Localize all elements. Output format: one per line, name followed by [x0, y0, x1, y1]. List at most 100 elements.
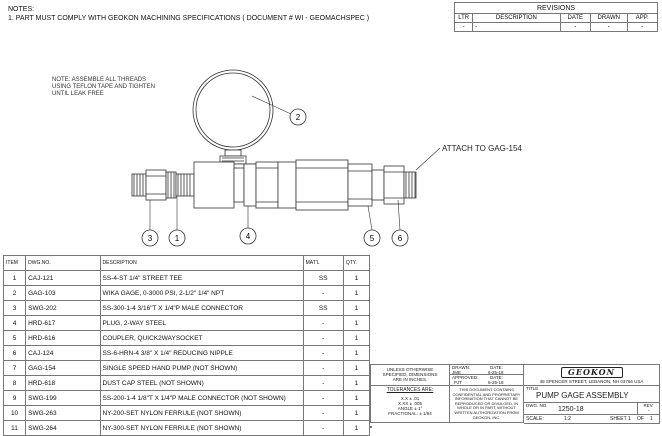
title-label: TITLE	[526, 386, 539, 391]
bom-description: WIKA GAGE, 0-3000 PSI, 2-1/2" 1/4" NPT	[99, 285, 304, 301]
balloon-3: 3	[141, 229, 159, 247]
approved-cell: APPROVED: PJT DATE: 6-25-18	[450, 375, 524, 386]
tolerance-box: TOLERANCES ARE: X.X ± .01 X.XX ± .005 AN…	[370, 386, 450, 423]
bom-dwg-no: SWG-199	[25, 390, 101, 406]
balloon-2: 2	[289, 108, 307, 126]
bom-qty: 1	[342, 285, 371, 301]
approved-date-label: DATE:	[490, 375, 503, 380]
scale-value: 1:2	[564, 416, 571, 422]
bom-qty: 1	[342, 345, 371, 361]
bom-qty: 1	[342, 390, 371, 406]
dwg-no-cell: DWG. NO. 1250-18	[524, 403, 638, 415]
bom-material: -	[302, 390, 344, 406]
bom-item: 5	[2, 330, 27, 346]
bom-description: PLUG, 2-WAY STEEL	[99, 315, 304, 331]
bom-item: 3	[2, 300, 27, 316]
bom-item: 2	[2, 285, 27, 301]
bom-dwg-no: CAJ-124	[25, 345, 101, 361]
bom-material: -	[302, 405, 344, 421]
drawn-by: JME	[452, 370, 461, 375]
svg-text:4: 4	[246, 232, 251, 241]
revisions-header-row: LTR DESCRIPTION DATE DRAWN APP.	[453, 13, 659, 23]
bom-qty: 1	[342, 315, 371, 331]
bom-dwg-no: SWG-263	[25, 405, 101, 421]
bom-description: NY-300-SET NYLON FERRULE (NOT SHOWN)	[99, 420, 304, 436]
bom-dwg-no: GAG-103	[25, 285, 101, 301]
revisions-row: - - - - -	[453, 22, 659, 32]
drawn-date-label: DATE:	[490, 365, 503, 370]
svg-text:3: 3	[148, 234, 153, 243]
rev-value: -	[647, 408, 650, 413]
bom-header-description: DESCRIPTION	[99, 255, 304, 271]
geokon-logo: GEOKON	[560, 367, 623, 378]
bom-material: -	[302, 360, 344, 376]
bom-description: SS-300-1-4 3/16"T X 1/4"P MALE CONNECTOR	[99, 300, 304, 316]
scale-label: SCALE:	[526, 416, 544, 422]
balloon-6: 6	[391, 229, 409, 247]
bom-dwg-no: HRD-617	[25, 315, 101, 331]
dwg-no-label: DWG. NO.	[526, 403, 548, 408]
bom-item: 7	[2, 360, 27, 376]
street-tee	[193, 161, 245, 209]
reducing-nipple	[347, 163, 417, 207]
svg-text:6: 6	[398, 234, 403, 243]
title-cell: TITLE PUMP GAGE ASSEMBLY	[524, 386, 660, 403]
bom-material: -	[302, 330, 344, 346]
balloon-1: 1	[168, 229, 186, 247]
of-value: 1	[650, 416, 653, 422]
bom-item: 9	[2, 390, 27, 406]
bom-dwg-no: HRD-616	[25, 330, 101, 346]
bom-dwg-no: HRD-618	[25, 375, 101, 391]
balloon-5: 5	[363, 229, 381, 247]
bom-description: SS-6-HRN-4 3/8" X 1/4" REDUCING NIPPLE	[99, 345, 304, 361]
bom-material: -	[302, 420, 344, 436]
bom-material: -	[302, 375, 344, 391]
bom-description: SINGLE SPEED HAND PUMP (NOT SHOWN)	[99, 360, 304, 376]
rev-label: REV.	[643, 403, 654, 408]
drawing-title: PUMP GAGE ASSEMBLY	[536, 391, 629, 400]
approved-label: APPROVED:	[452, 375, 479, 380]
bom-header-item: ITEM	[2, 255, 27, 271]
bom-qty: 1	[342, 270, 371, 286]
bom-material: -	[302, 285, 344, 301]
bom-description: COUPLER, QUICK2WAYSOCKET	[99, 330, 304, 346]
bom-material: -	[302, 345, 344, 361]
bom-description: NY-200-SET NYLON FERRULE (NOT SHOWN)	[99, 405, 304, 421]
assembly-drawing: 2 3 1 4 5 6	[131, 69, 441, 247]
bom-material: SS	[302, 300, 344, 316]
company-cell: GEOKON 48 SPENCER STREET, LEBANON, NH 03…	[524, 364, 660, 386]
bom-qty: 1	[342, 300, 371, 316]
bom-qty: 1	[342, 360, 371, 376]
bom-item: 4	[2, 315, 27, 331]
bom-qty: 1	[342, 405, 371, 421]
note-1: 1. PART MUST COMPLY WITH GEOKON MACHININ…	[8, 15, 370, 22]
tolerance-values: X.X ± .01 X.XX ± .005 ANGLE ± 1° FRACTIO…	[388, 396, 432, 416]
dwg-no: 1250-18	[558, 406, 584, 413]
drawn-label: DRAWN:	[452, 365, 471, 370]
balloon-4: 4	[239, 227, 257, 245]
bom-header-qty: QTY.	[342, 255, 371, 271]
bom-dwg-no: GAG-154	[25, 360, 101, 376]
bom-dwg-no: SWG-202	[25, 300, 101, 316]
of-label: OF	[637, 416, 644, 422]
title-block-detail: UNLESS OTHERWISE SPECIFIED, DIMENSIONS A…	[370, 340, 660, 424]
revisions-table: REVISIONS LTR DESCRIPTION DATE DRAWN APP…	[453, 2, 659, 32]
svg-text:5: 5	[370, 234, 375, 243]
assemble-note: NOTE: ASSEMBLE ALL THREADS USING TEFLON …	[52, 77, 155, 97]
sheet-label: SHEET	[610, 416, 627, 422]
company-address: 48 SPENCER STREET, LEBANON, NH 03766 USA	[539, 379, 644, 384]
approved-by: PJT	[454, 380, 463, 385]
drawn-date: 6-25-18	[488, 370, 504, 375]
